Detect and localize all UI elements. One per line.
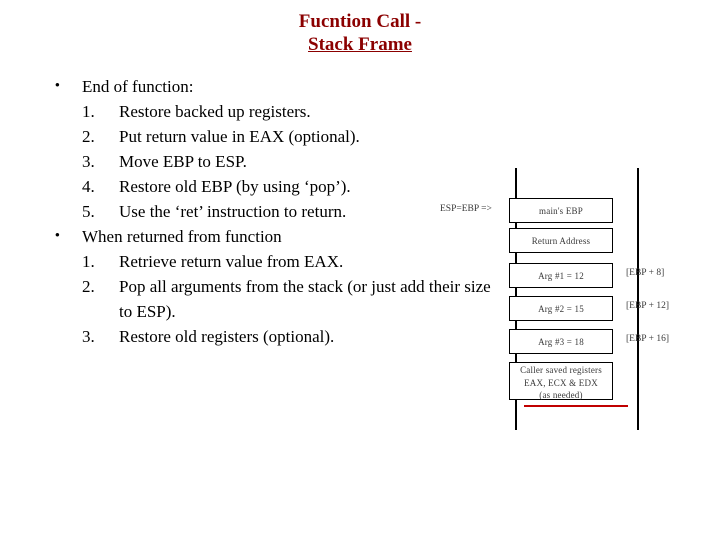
list-item-number: 1. — [82, 252, 95, 271]
stack-cell-arg-2: Arg #2 = 15 — [509, 296, 613, 321]
offset-label-ebp-plus-16: [EBP + 16] — [626, 334, 670, 344]
bullet-item-0: • End of function: — [0, 74, 500, 99]
title-line-2: Stack Frame — [308, 34, 412, 55]
list-item-number: 3. — [82, 327, 95, 346]
stack-cell-caller-saved-registers: Caller saved registers EAX, ECX & EDX (a… — [509, 362, 613, 400]
list-item: 1. Retrieve return value from EAX. — [82, 249, 500, 274]
list-item: 4. Restore old EBP (by using ‘pop’). — [82, 174, 500, 199]
list-item: 1. Restore backed up registers. — [82, 99, 500, 124]
stack-cell-return-address: Return Address — [509, 228, 613, 253]
stack-frame-diagram: ESP=EBP => main's EBP Return Address Arg… — [440, 168, 720, 438]
stack-cell-main-ebp: main's EBP — [509, 198, 613, 223]
numbered-list-1: 1. Retrieve return value from EAX. 2. Po… — [0, 249, 500, 349]
list-item: 2. Put return value in EAX (optional). — [82, 124, 500, 149]
page-title: Fucntion Call - Stack Frame — [0, 0, 720, 56]
bullet-heading: When returned from function — [82, 227, 282, 246]
list-item-text: Move EBP to ESP. — [119, 152, 247, 171]
bullet-item-1: • When returned from function — [0, 224, 500, 249]
list-item-number: 1. — [82, 102, 95, 121]
list-item-text: Retrieve return value from EAX. — [119, 252, 344, 271]
title-line-1: Fucntion Call - — [298, 11, 422, 32]
list-item: 5. Use the ‘ret’ instruction to return. — [82, 199, 500, 224]
list-item-text: Restore backed up registers. — [119, 102, 311, 121]
stack-top-red-line — [524, 405, 628, 407]
esp-ebp-pointer-label: ESP=EBP => — [440, 204, 492, 214]
list-item-number: 5. — [82, 202, 95, 221]
list-item: 3. Restore old registers (optional). — [82, 324, 500, 349]
list-item: 2. Pop all arguments from the stack (or … — [82, 274, 500, 324]
list-item: 3. Move EBP to ESP. — [82, 149, 500, 174]
list-item-text: Restore old EBP (by using ‘pop’). — [119, 177, 351, 196]
bullet-heading: End of function: — [82, 77, 194, 96]
list-item-text: Pop all arguments from the stack (or jus… — [119, 277, 491, 321]
slide-body: • End of function: 1. Restore backed up … — [0, 74, 500, 349]
stack-cell-arg-3: Arg #3 = 18 — [509, 329, 613, 354]
numbered-list-0: 1. Restore backed up registers. 2. Put r… — [0, 99, 500, 224]
list-item-text: Put return value in EAX (optional). — [119, 127, 360, 146]
bullet-marker: • — [54, 228, 60, 244]
list-item-number: 2. — [82, 277, 95, 296]
list-item-number: 3. — [82, 152, 95, 171]
list-item-number: 4. — [82, 177, 95, 196]
stack-cell-arg-1: Arg #1 = 12 — [509, 263, 613, 288]
offset-label-ebp-plus-8: [EBP + 8] — [626, 268, 665, 278]
list-item-number: 2. — [82, 127, 95, 146]
list-item-text: Use the ‘ret’ instruction to return. — [119, 202, 347, 221]
list-item-text: Restore old registers (optional). — [119, 327, 335, 346]
bullet-marker: • — [54, 78, 60, 94]
offset-label-ebp-plus-12: [EBP + 12] — [626, 301, 670, 311]
